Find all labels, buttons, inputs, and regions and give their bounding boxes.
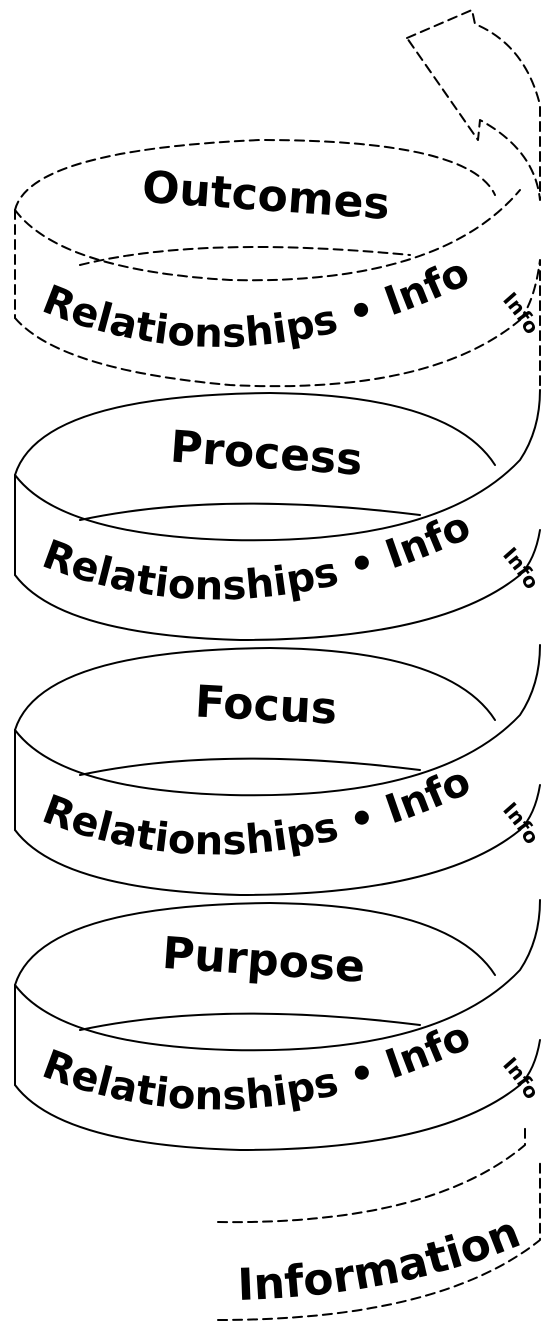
coil-focus-bottom-edge <box>14 829 521 896</box>
coil-purpose-bottom-edge <box>14 1084 521 1151</box>
coil-process-bottom-edge <box>14 574 521 641</box>
top-coil-right-edge <box>519 259 541 391</box>
coil-process-back-edge <box>14 392 496 476</box>
top-band-textpath: Relationships • Info <box>36 249 476 357</box>
coil-focus-back-edge <box>14 647 496 731</box>
information-label: Information <box>237 1207 528 1311</box>
coil-process-top-edge <box>14 389 541 542</box>
coil-purpose-top-edge <box>14 899 541 1052</box>
bottom-tail-upper-edge <box>217 1124 526 1224</box>
top-coil-top-edge <box>14 189 521 282</box>
coil-purpose-back-edge <box>14 902 496 986</box>
coil-process: Process Relationships • Info Info <box>14 389 542 641</box>
top-band-text: Relationships • Info <box>36 249 476 357</box>
coil-focus-right-edge <box>519 784 541 831</box>
arrow-head <box>406 9 541 201</box>
coil-focus: Focus Relationships • Info Info <box>14 644 542 896</box>
coil-purpose-right-edge <box>519 1039 541 1086</box>
coil-focus-top-edge <box>14 644 541 797</box>
information-textpath: Information <box>237 1207 528 1311</box>
top-coil-inner-edge <box>79 246 411 266</box>
outcomes-label: Outcomes <box>140 162 391 230</box>
bottom-tail-lower-edge <box>217 1159 541 1321</box>
focus-label: Focus <box>194 676 339 734</box>
coil-process-inner-edge <box>79 502 421 521</box>
top-coil: Outcomes Relationships • Info Info <box>14 9 542 391</box>
top-coil-back-edge <box>14 139 496 211</box>
coil-purpose: Purpose Relationships • Info Info <box>14 899 542 1151</box>
coil-purpose-inner-edge <box>79 1012 421 1031</box>
top-coil-bottom-edge <box>14 317 521 388</box>
coil-process-right-edge <box>519 529 541 576</box>
coil-focus-inner-edge <box>79 757 421 776</box>
bottom-tail: Information <box>217 1124 541 1321</box>
